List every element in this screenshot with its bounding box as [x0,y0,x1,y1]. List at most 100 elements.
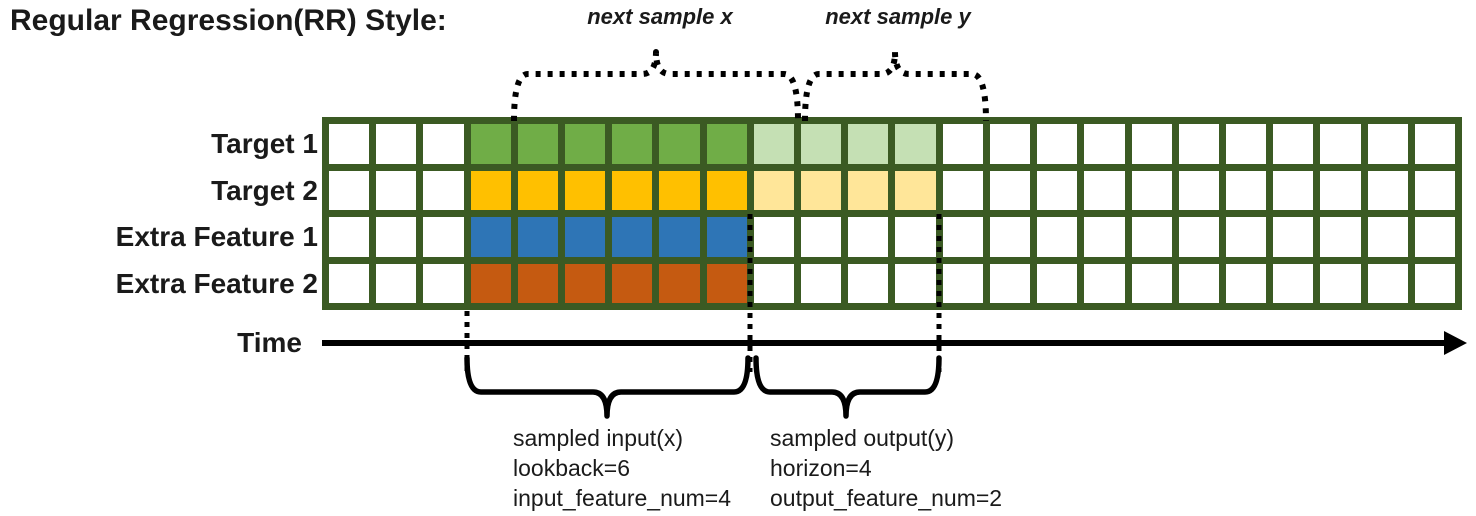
grid-cell [329,217,370,257]
row-label: Target 2 [211,174,318,206]
grid-cell [470,217,511,257]
grid-cell [1225,124,1267,164]
grid-cell [1367,170,1408,210]
grid-cell [517,170,559,210]
grid-cell [1084,263,1125,303]
grid-cell [470,263,511,303]
grid-cell [1131,263,1172,303]
grid-cell [376,217,417,257]
grid-cell [612,170,653,210]
annotation-line: input_feature_num=4 [513,485,732,511]
grid-cell [565,263,606,303]
grid-cell [1320,217,1361,257]
grid-cell [1225,170,1267,210]
grid-cell [423,170,464,210]
grid-cell [895,263,936,303]
grid-cell [1178,124,1219,164]
grid-cell [1320,263,1361,303]
grid-cell [848,217,889,257]
grid-cell [659,217,700,257]
grid-cell [1273,263,1314,303]
next-sample-x-brace [511,49,801,122]
grid-cell [1037,217,1078,257]
grid-cell [989,263,1031,303]
grid-cell [895,217,936,257]
grid-cell [1084,217,1125,257]
grid-cell [801,263,842,303]
grid-cell [801,124,842,164]
grid-cell [989,217,1031,257]
grid-cell [470,124,511,164]
grid-cell [376,263,417,303]
grid-cell [612,217,653,257]
grid-cell [848,170,889,210]
grid-cell [706,170,747,210]
grid-cell [1178,263,1219,303]
grid-cell [1131,217,1172,257]
grid-cell [801,217,842,257]
grid-cell [706,124,747,164]
next-sample-y-label: next sample y [825,4,971,29]
grid-cell [1131,170,1172,210]
grid-cell [1367,263,1408,303]
grid-cell [612,263,653,303]
annotation-line: sampled input(x) [513,425,684,451]
grid-cell [989,170,1031,210]
annotation-line: output_feature_num=2 [770,485,1003,511]
grid-cell [1414,124,1455,164]
annotation-line: horizon=4 [770,455,872,481]
timeline-grid [322,117,1462,310]
grid-cell [753,217,795,257]
grid-cell [659,170,700,210]
grid-cell [423,124,464,164]
grid-cell [801,170,842,210]
row-label: Target 1 [211,128,318,159]
sampled-input-brace [464,355,751,419]
grid-cell [329,124,370,164]
grid-cell [753,170,795,210]
figure-title: Regular Regression(RR) Style: [10,4,447,37]
grid-cell [376,124,417,164]
grid-cell [895,124,936,164]
annotation-line: lookback=6 [513,455,630,481]
grid-cell [517,263,559,303]
grid-cell [612,124,653,164]
grid-cell [1320,124,1361,164]
grid-cell [895,170,936,210]
grid-cell [1037,263,1078,303]
grid-cell [1273,124,1314,164]
grid-cell [423,217,464,257]
grid-cell [1414,217,1455,257]
row-label: Extra Feature 2 [115,267,318,299]
grid-cell [942,263,983,303]
grid-cell [423,263,464,303]
grid-cell [565,170,606,210]
grid-cell [989,124,1031,164]
sampled-output-brace [753,355,942,419]
next-sample-x-label: next sample x [587,4,733,29]
grid-cell [1225,263,1267,303]
grid-cell [942,124,983,164]
sampled-input-annotation: sampled input(x) lookback=6 input_featur… [513,423,731,513]
grid-cell [659,124,700,164]
grid-cell [706,217,747,257]
grid-cell [376,170,417,210]
grid-cell [470,170,511,210]
grid-cell [1084,124,1125,164]
row-label: Extra Feature 1 [115,221,318,252]
grid-cell [565,217,606,257]
grid-cell [1037,170,1078,210]
grid-cell [1037,124,1078,164]
grid-cell [753,263,795,303]
next-sample-y-brace [802,49,989,122]
grid-cell [517,124,559,164]
grid-cell [1178,170,1219,210]
grid-cell [1320,170,1361,210]
grid-cell [517,217,559,257]
grid-cell [848,124,889,164]
grid-cell [753,124,795,164]
grid-cell [1414,170,1455,210]
grid-cell [565,124,606,164]
grid-cell [1131,124,1172,164]
